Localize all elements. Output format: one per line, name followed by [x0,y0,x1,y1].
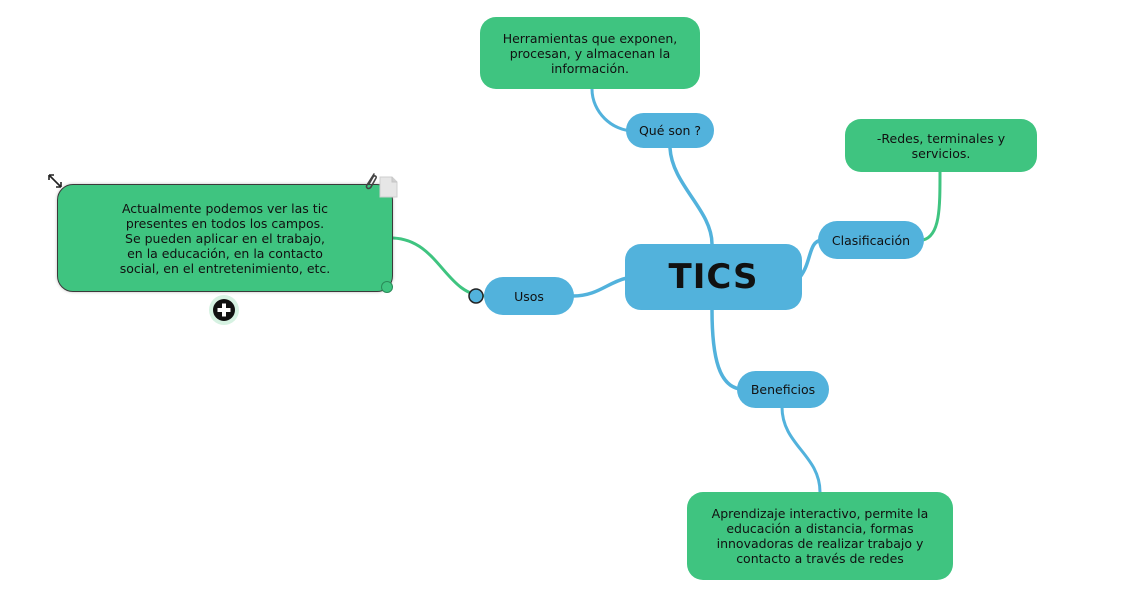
subtopic-beneficios-label: Beneficios [750,382,816,397]
paperclip-icon[interactable] [362,170,380,194]
note-icon[interactable] [377,175,399,199]
link-beneficios-detail [780,405,822,494]
link-usos-detail [391,236,488,298]
central-topic-label: TICS [668,257,759,297]
subtopic-beneficios[interactable]: Beneficios [737,371,829,408]
topic-que-son-detail-text: Herramientas que exponen, procesan, y al… [502,30,678,76]
subtopic-clasificacion[interactable]: Clasificación [818,221,924,259]
link-clasificacion-detail [921,170,942,242]
topic-clasificacion-detail[interactable]: -Redes, terminales y servicios. [845,119,1037,172]
resize-arrows-icon[interactable] [46,172,64,190]
add-circle-icon[interactable] [208,294,240,326]
subtopic-usos-label: Usos [514,288,544,304]
link-center-que-son [668,146,714,246]
topic-beneficios-detail[interactable]: Aprendizaje interactivo, permite la educ… [687,492,953,580]
link-center-usos [571,276,629,298]
subtopic-clasificacion-label: Clasificación [831,232,911,248]
link-center-beneficios [710,308,742,391]
connector-handle[interactable] [468,288,484,304]
collapse-handle-icon[interactable] [380,280,394,294]
topic-usos-detail[interactable]: Actualmente podemos ver las tic presente… [57,184,393,292]
topic-usos-detail-text: Actualmente podemos ver las tic presente… [119,200,331,276]
subtopic-que-son-label: Qué son ? [638,123,702,138]
subtopic-usos[interactable]: Usos [484,277,574,315]
topic-beneficios-detail-text: Aprendizaje interactivo, permite la educ… [711,506,929,566]
topic-clasificacion-detail-text: -Redes, terminales y servicios. [876,130,1006,161]
topic-que-son-detail[interactable]: Herramientas que exponen, procesan, y al… [480,17,700,89]
central-topic[interactable]: TICS [625,244,802,310]
subtopic-que-son[interactable]: Qué son ? [626,113,714,148]
